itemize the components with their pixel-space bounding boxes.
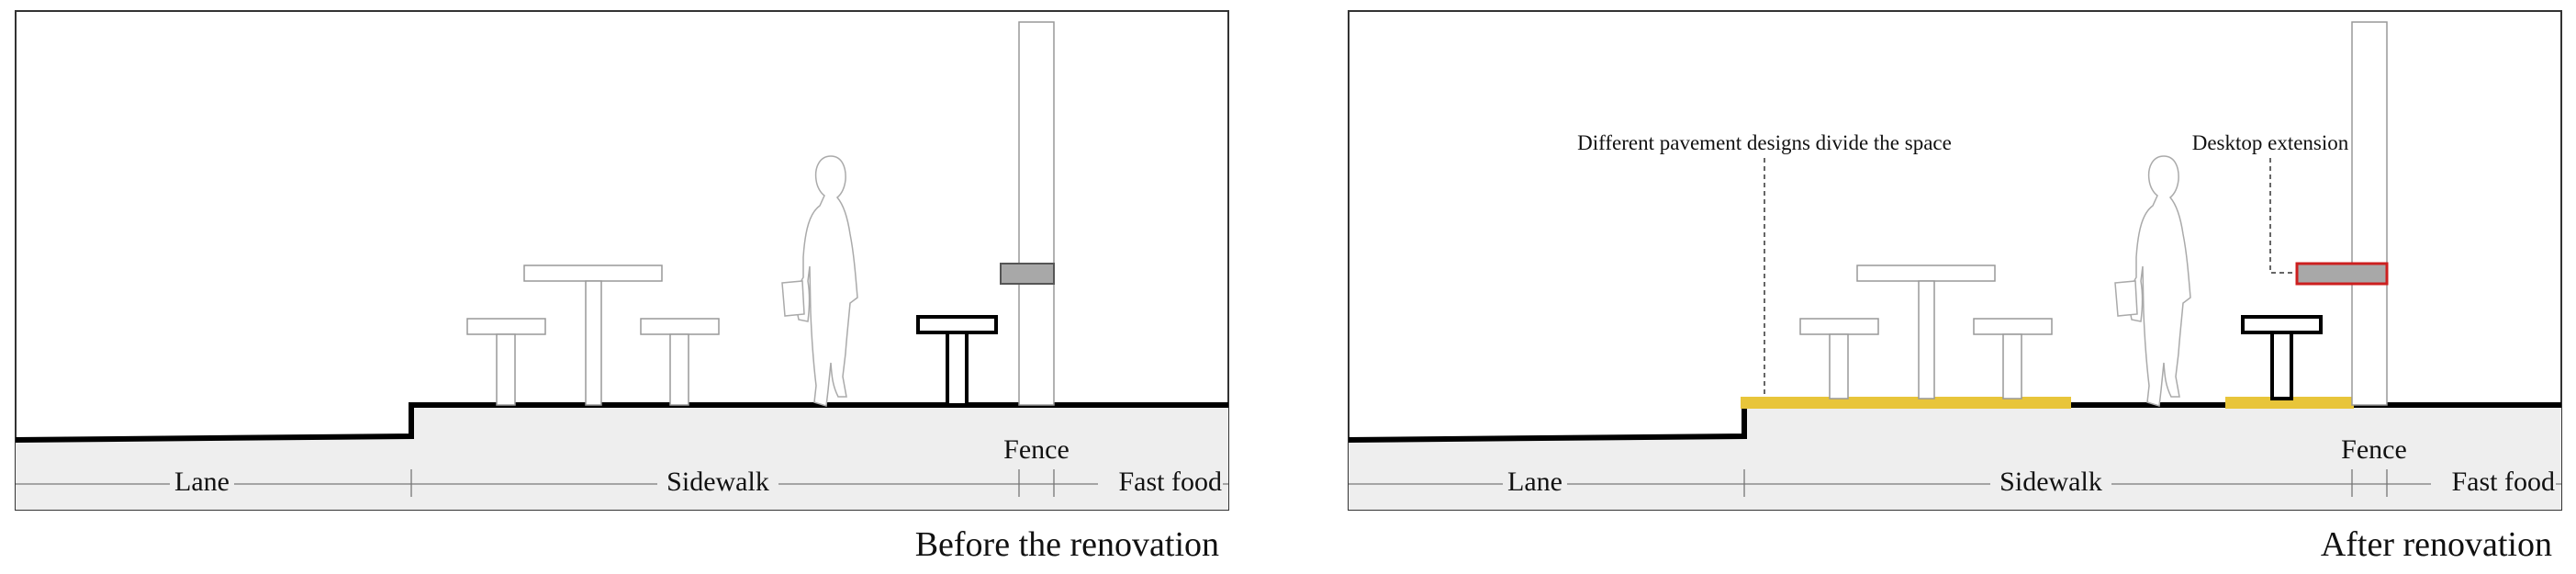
pedestrian-figure (2129, 155, 2191, 407)
table-top (1856, 264, 1996, 282)
fence-post (1018, 21, 1055, 406)
fence-t-barrier (916, 315, 998, 407)
zone-label-fast-food: Fast food (1119, 467, 1223, 497)
zone-label-fence: Fence (1003, 434, 1070, 465)
annotation-desktop: Desktop extension (2192, 131, 2349, 154)
handbag (2114, 280, 2138, 317)
table-top (523, 264, 663, 282)
zone-label-fence: Fence (2341, 434, 2407, 465)
table-leg (1918, 280, 1935, 400)
fence-counter (1000, 263, 1055, 285)
fence-post (2351, 21, 2388, 406)
zone-label-sidewalk: Sidewalk (1999, 467, 2102, 497)
street-profile-line (15, 402, 1228, 443)
stool-right-seat (640, 318, 720, 335)
pedestrian-figure (796, 155, 858, 407)
handbag (781, 280, 805, 317)
panel-after: Different pavement designs divide the sp… (1348, 10, 2562, 564)
zone-label-lane: Lane (174, 467, 230, 497)
panel-caption: After renovation (2321, 525, 2552, 564)
desktop-extension (2295, 262, 2389, 286)
stool-left-seat (1799, 318, 1879, 335)
pavement-strip-fence (2225, 397, 2354, 409)
pavement-strip-seating (1741, 397, 2071, 409)
stool-left-leg (496, 333, 516, 406)
zone-label-sidewalk: Sidewalk (666, 467, 769, 497)
street-profile-line (1348, 402, 2561, 443)
zone-label-lane: Lane (1507, 467, 1562, 497)
table-set (466, 264, 720, 406)
stool-right-leg (669, 333, 689, 406)
table-set (1799, 264, 2053, 400)
zone-label-fast-food: Fast food (2452, 467, 2556, 497)
stool-right-leg (2002, 333, 2022, 400)
annotation-pavement: Different pavement designs divide the sp… (1577, 131, 1952, 154)
panel-caption: Before the renovation (915, 525, 1219, 564)
fence-t-barrier (2241, 315, 2323, 400)
stool-left-seat (466, 318, 546, 335)
table-leg (585, 280, 602, 406)
stool-left-leg (1829, 333, 1849, 400)
stool-right-seat (1973, 318, 2053, 335)
panel-before: Lane Sidewalk Fence Fast food Before the… (15, 10, 1229, 564)
